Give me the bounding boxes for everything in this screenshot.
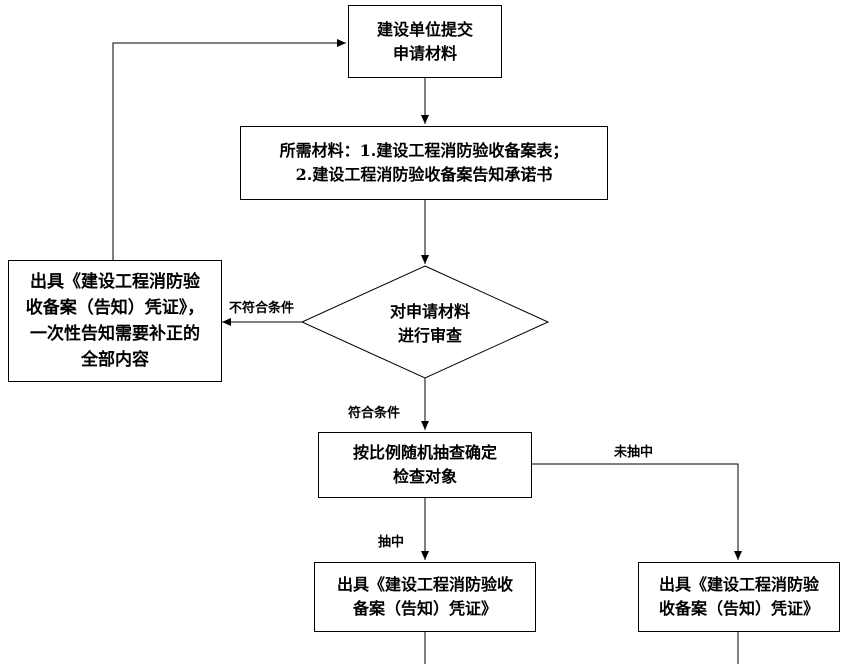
reject-box: 出具《建设工程消防验 收备案（告知）凭证》， 一次性告知需要补正的 全部内容 [8,260,222,382]
review-label: 对申请材料 进行审查 [330,296,530,352]
cert-unselected-box: 出具《建设工程消防验 收备案（告知）凭证》 [638,562,840,632]
cert-selected-line-1: 出具《建设工程消防验收 [336,575,513,594]
materials-line-2: 2.建设工程消防验收备案告知承诺书 [295,165,553,184]
edge-label-not-selected: 未抽中 [614,445,654,460]
sample-line-2: 检查对象 [392,467,457,486]
sample-box: 按比例随机抽查确定 检查对象 [318,432,532,498]
cert-selected-line-2: 备案（告知）凭证》 [352,599,497,618]
materials-line-1: 所需材料：1.建设工程消防验收备案表； [279,141,569,160]
submit-line-2: 申请材料 [392,43,457,63]
cert-unselected-line-2: 收备案（告知）凭证》 [658,599,819,618]
arrow-reject-to-submit [112,39,346,260]
submit-box: 建设单位提交 申请材料 [348,5,502,78]
reject-line-3: 一次性告知需要补正的 [30,324,200,344]
sample-line-1: 按比例随机抽查确定 [352,443,497,462]
reject-line-2: 收备案（告知）凭证》， [25,298,205,318]
cert-unselected-line-1: 出具《建设工程消防验 [658,575,819,594]
reject-line-1: 出具《建设工程消防验 [30,272,200,292]
arrow-sample-to-cert-unselected [532,463,742,560]
edge-label-selected: 抽中 [378,535,405,550]
submit-line-1: 建设单位提交 [376,19,473,39]
review-line-1: 对申请材料 [389,302,470,321]
materials-box: 所需材料：1.建设工程消防验收备案表； 2.建设工程消防验收备案告知承诺书 [240,126,608,200]
edge-label-not-compliant: 不符合条件 [229,301,295,316]
cert-selected-box: 出具《建设工程消防验收 备案（告知）凭证》 [314,562,536,632]
reject-line-4: 全部内容 [81,350,149,370]
edge-label-compliant: 符合条件 [348,406,401,421]
review-line-2: 进行审查 [397,326,462,345]
